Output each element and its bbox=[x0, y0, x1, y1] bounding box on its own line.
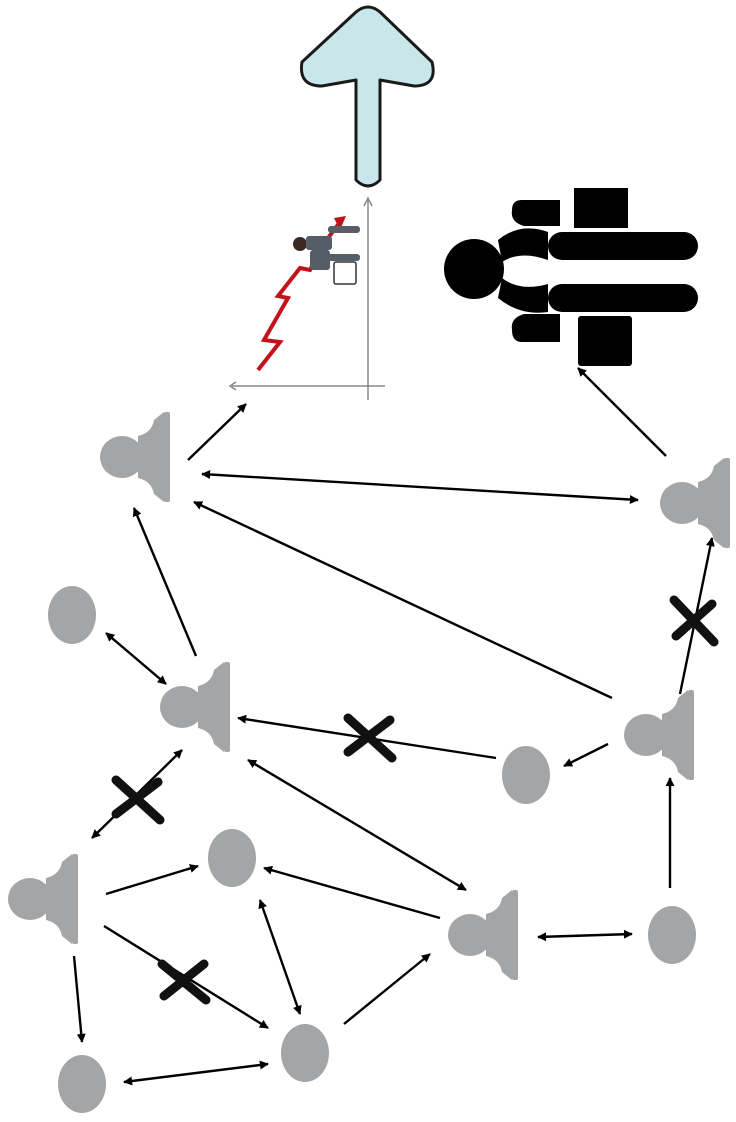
circle-node-left-upper bbox=[48, 586, 96, 644]
up-arrow-icon bbox=[299, 5, 435, 188]
person-node-center-left bbox=[160, 662, 230, 752]
edge bbox=[105, 864, 199, 896]
circle-node-center-right bbox=[502, 746, 550, 804]
edge bbox=[72, 955, 86, 1043]
business-meeting-icon bbox=[444, 188, 698, 366]
edge bbox=[563, 742, 609, 768]
circle-node-bottom-left bbox=[58, 1055, 106, 1113]
person-node-right-top bbox=[660, 458, 730, 548]
cross-icon bbox=[111, 775, 165, 825]
nodes bbox=[8, 412, 730, 1113]
circle-node-bottom-center bbox=[281, 1024, 329, 1082]
edge bbox=[537, 929, 633, 942]
edge bbox=[193, 500, 613, 700]
circle-node-bottom-right bbox=[648, 906, 696, 964]
growth-chart-icon bbox=[228, 196, 385, 400]
businessman-icon bbox=[293, 226, 360, 285]
edge bbox=[132, 507, 198, 657]
edge bbox=[201, 469, 639, 505]
person-node-top-left bbox=[100, 412, 170, 502]
cross-icon bbox=[669, 595, 719, 647]
edge bbox=[343, 953, 431, 1025]
edge bbox=[577, 367, 667, 457]
edge bbox=[123, 1060, 269, 1086]
edge bbox=[247, 758, 467, 892]
blocked-markers bbox=[111, 595, 719, 1005]
cross-icon bbox=[157, 959, 211, 1005]
circle-node-bottom-center-upper bbox=[208, 829, 256, 887]
edge bbox=[187, 403, 247, 461]
person-node-bottom-left bbox=[8, 854, 78, 944]
edge bbox=[258, 899, 302, 1015]
edges bbox=[72, 367, 715, 1086]
edge bbox=[105, 632, 167, 685]
cross-icon bbox=[343, 713, 397, 763]
person-node-right-middle bbox=[624, 690, 694, 780]
person-node-bottom-center-right bbox=[448, 890, 518, 980]
edge bbox=[263, 865, 441, 920]
